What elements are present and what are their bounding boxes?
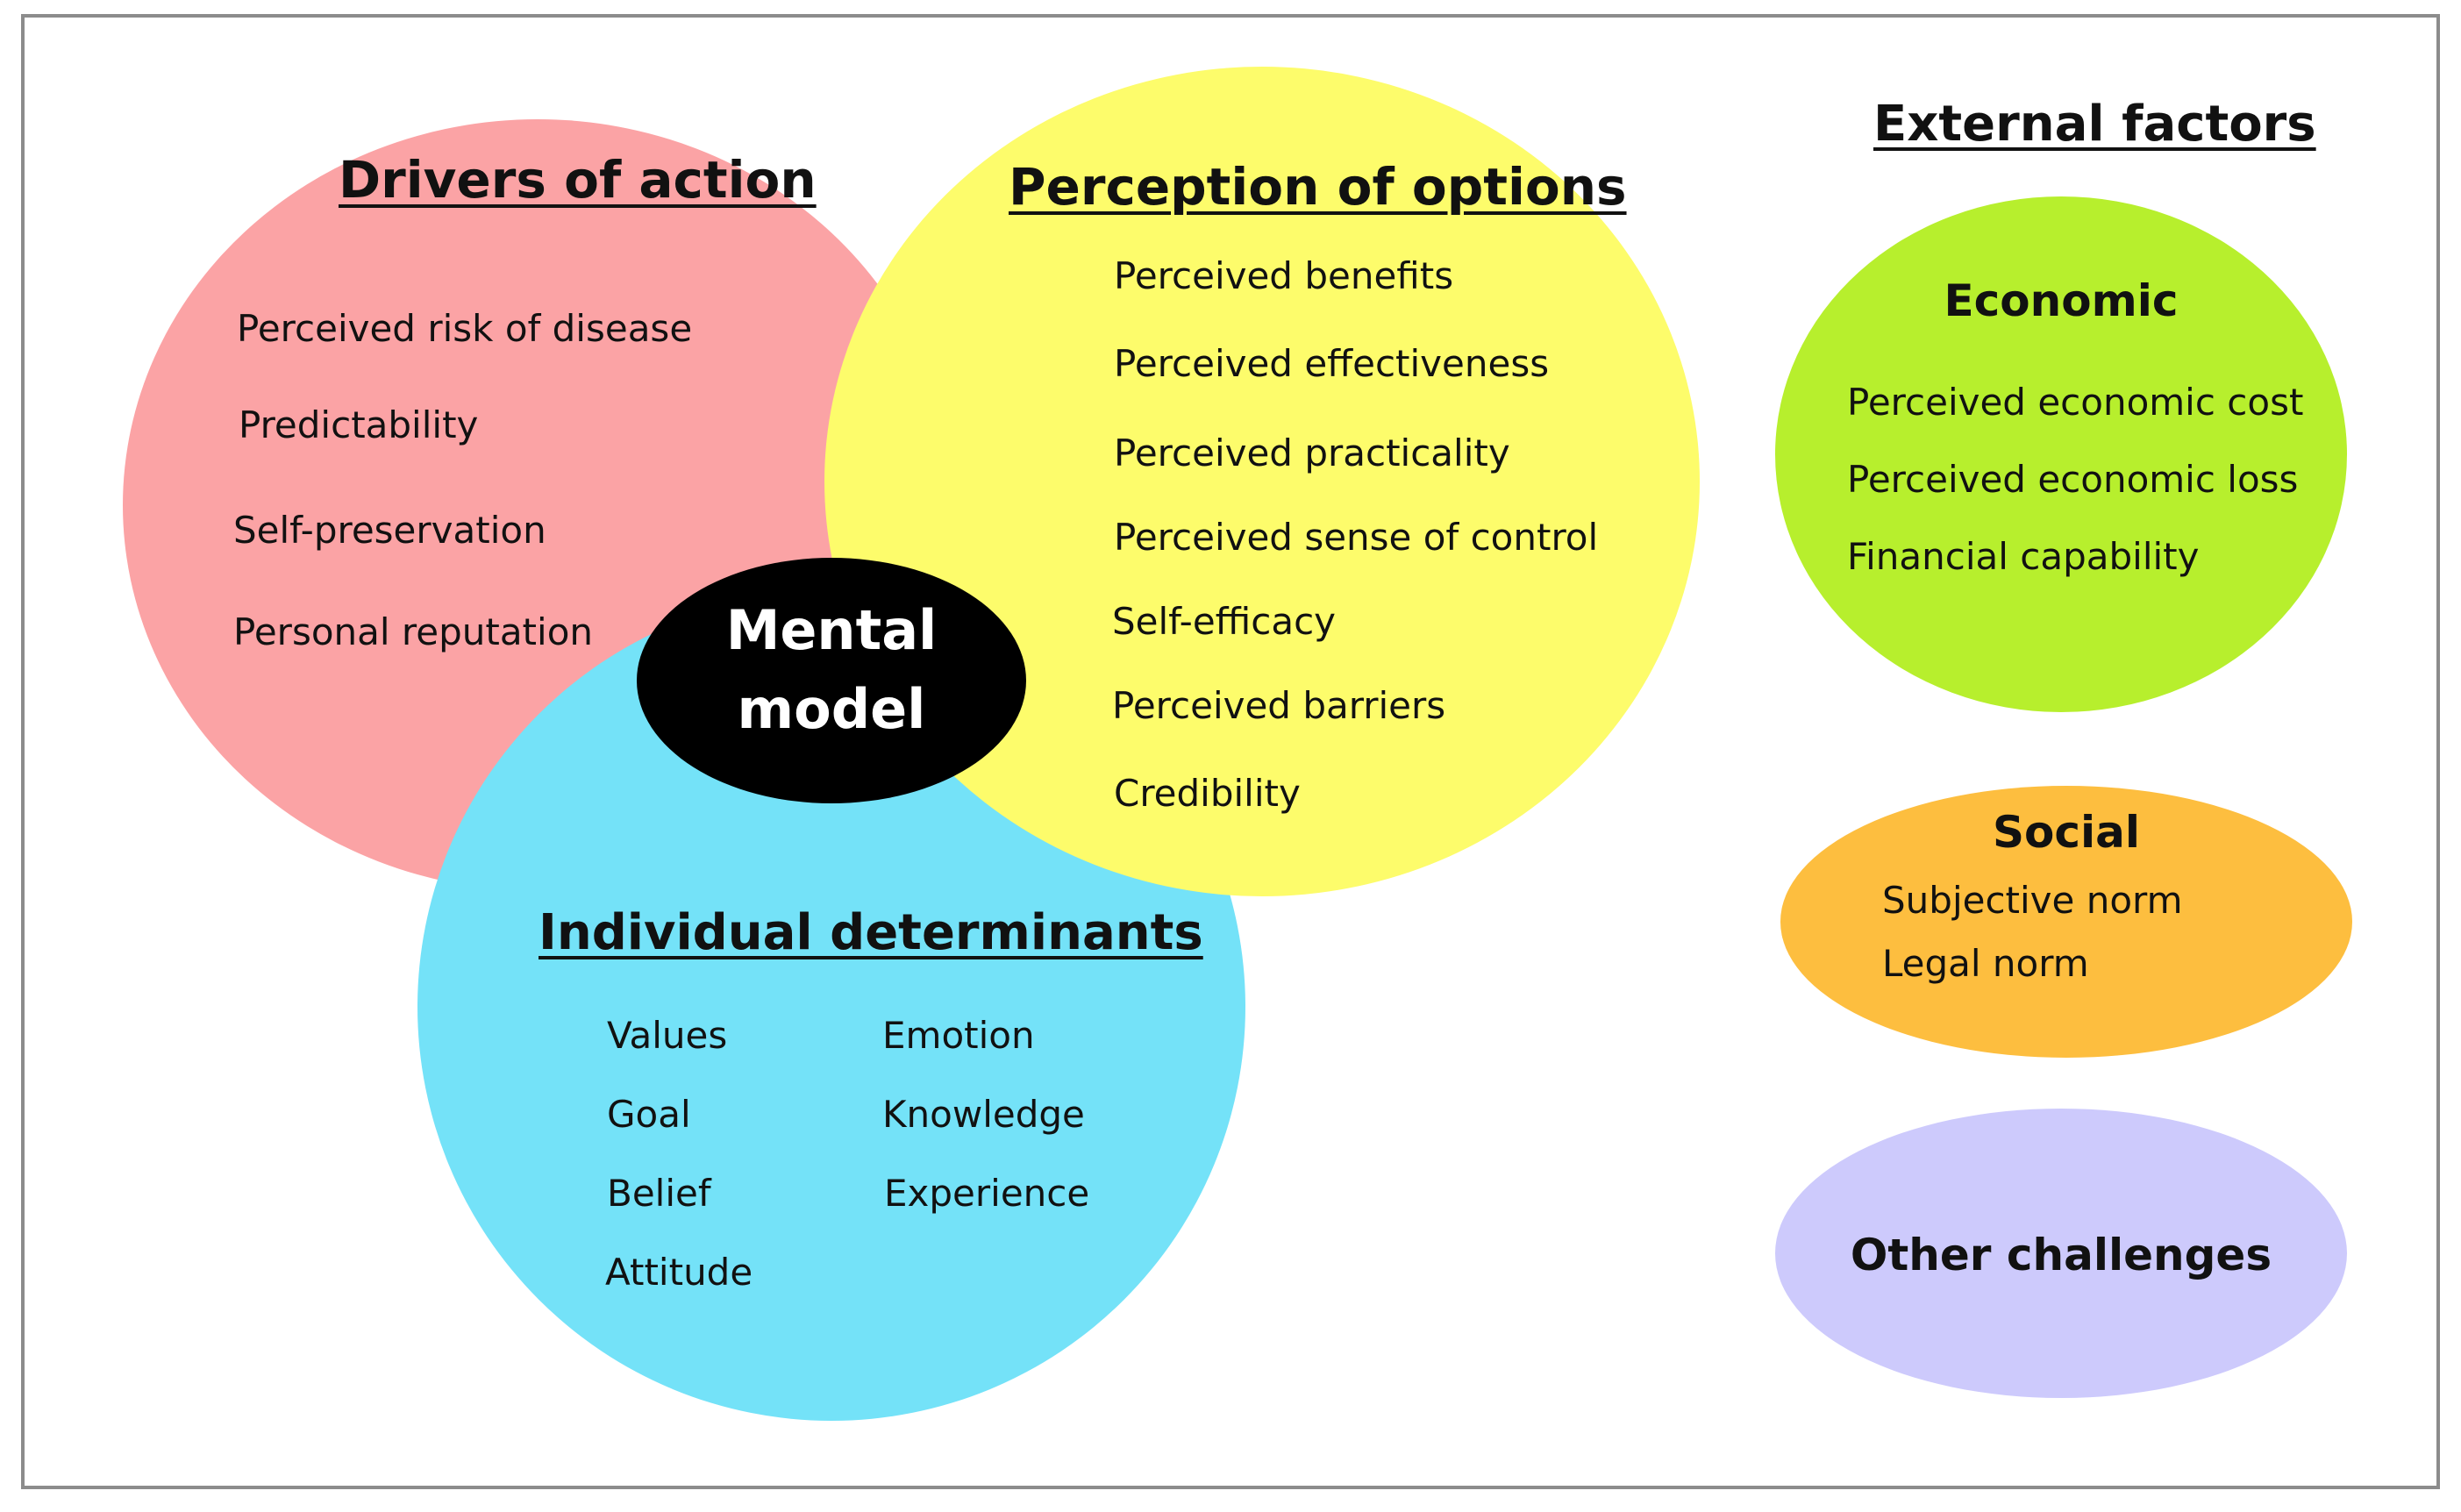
perception-item: Self-efficacy <box>1112 600 1337 643</box>
individual-item: Belief <box>607 1172 711 1215</box>
social-item: Subjective norm <box>1882 879 2183 922</box>
other-challenges-ellipse <box>1775 1109 2347 1398</box>
individual-item: Knowledge <box>882 1093 1085 1136</box>
other-challenges-title: Other challenges <box>1850 1230 2272 1280</box>
individual-item: Values <box>607 1014 728 1057</box>
mental-model-ellipse <box>637 558 1026 803</box>
perception-item: Perceived effectiveness <box>1114 342 1550 385</box>
drivers-item: Self-preservation <box>233 509 546 552</box>
economic-ellipse <box>1775 196 2347 712</box>
individual-item: Experience <box>884 1172 1090 1215</box>
individual-item: Attitude <box>605 1251 753 1294</box>
individual-determinants-title: Individual determinants <box>539 904 1203 961</box>
drivers-item: Perceived risk of disease <box>237 307 693 350</box>
mental-model-label-line1: Mental <box>725 598 938 662</box>
perception-item: Credibility <box>1114 772 1301 815</box>
social-ellipse <box>1780 786 2352 1058</box>
mental-model-label-line2: model <box>737 677 926 741</box>
perception-item: Perceived barriers <box>1112 684 1446 727</box>
individual-item: Goal <box>607 1093 691 1136</box>
economic-item: Perceived economic cost <box>1847 381 2304 424</box>
economic-item: Financial capability <box>1847 535 2200 578</box>
economic-item: Perceived economic loss <box>1847 458 2299 501</box>
drivers-item: Personal reputation <box>233 610 594 653</box>
economic-title: Economic <box>1944 275 2179 326</box>
individual-item: Emotion <box>882 1014 1035 1057</box>
drivers-of-action-title: Drivers of action <box>339 150 817 210</box>
drivers-item: Predictability <box>239 403 479 446</box>
perception-item: Perceived sense of control <box>1114 516 1599 559</box>
social-item: Legal norm <box>1882 942 2089 985</box>
external-factors-title: External factors <box>1873 96 2316 153</box>
social-title: Social <box>1992 807 2141 858</box>
perception-of-options-title: Perception of options <box>1009 157 1627 217</box>
perception-item: Perceived benefits <box>1114 254 1454 297</box>
perception-item: Perceived practicality <box>1114 431 1510 474</box>
